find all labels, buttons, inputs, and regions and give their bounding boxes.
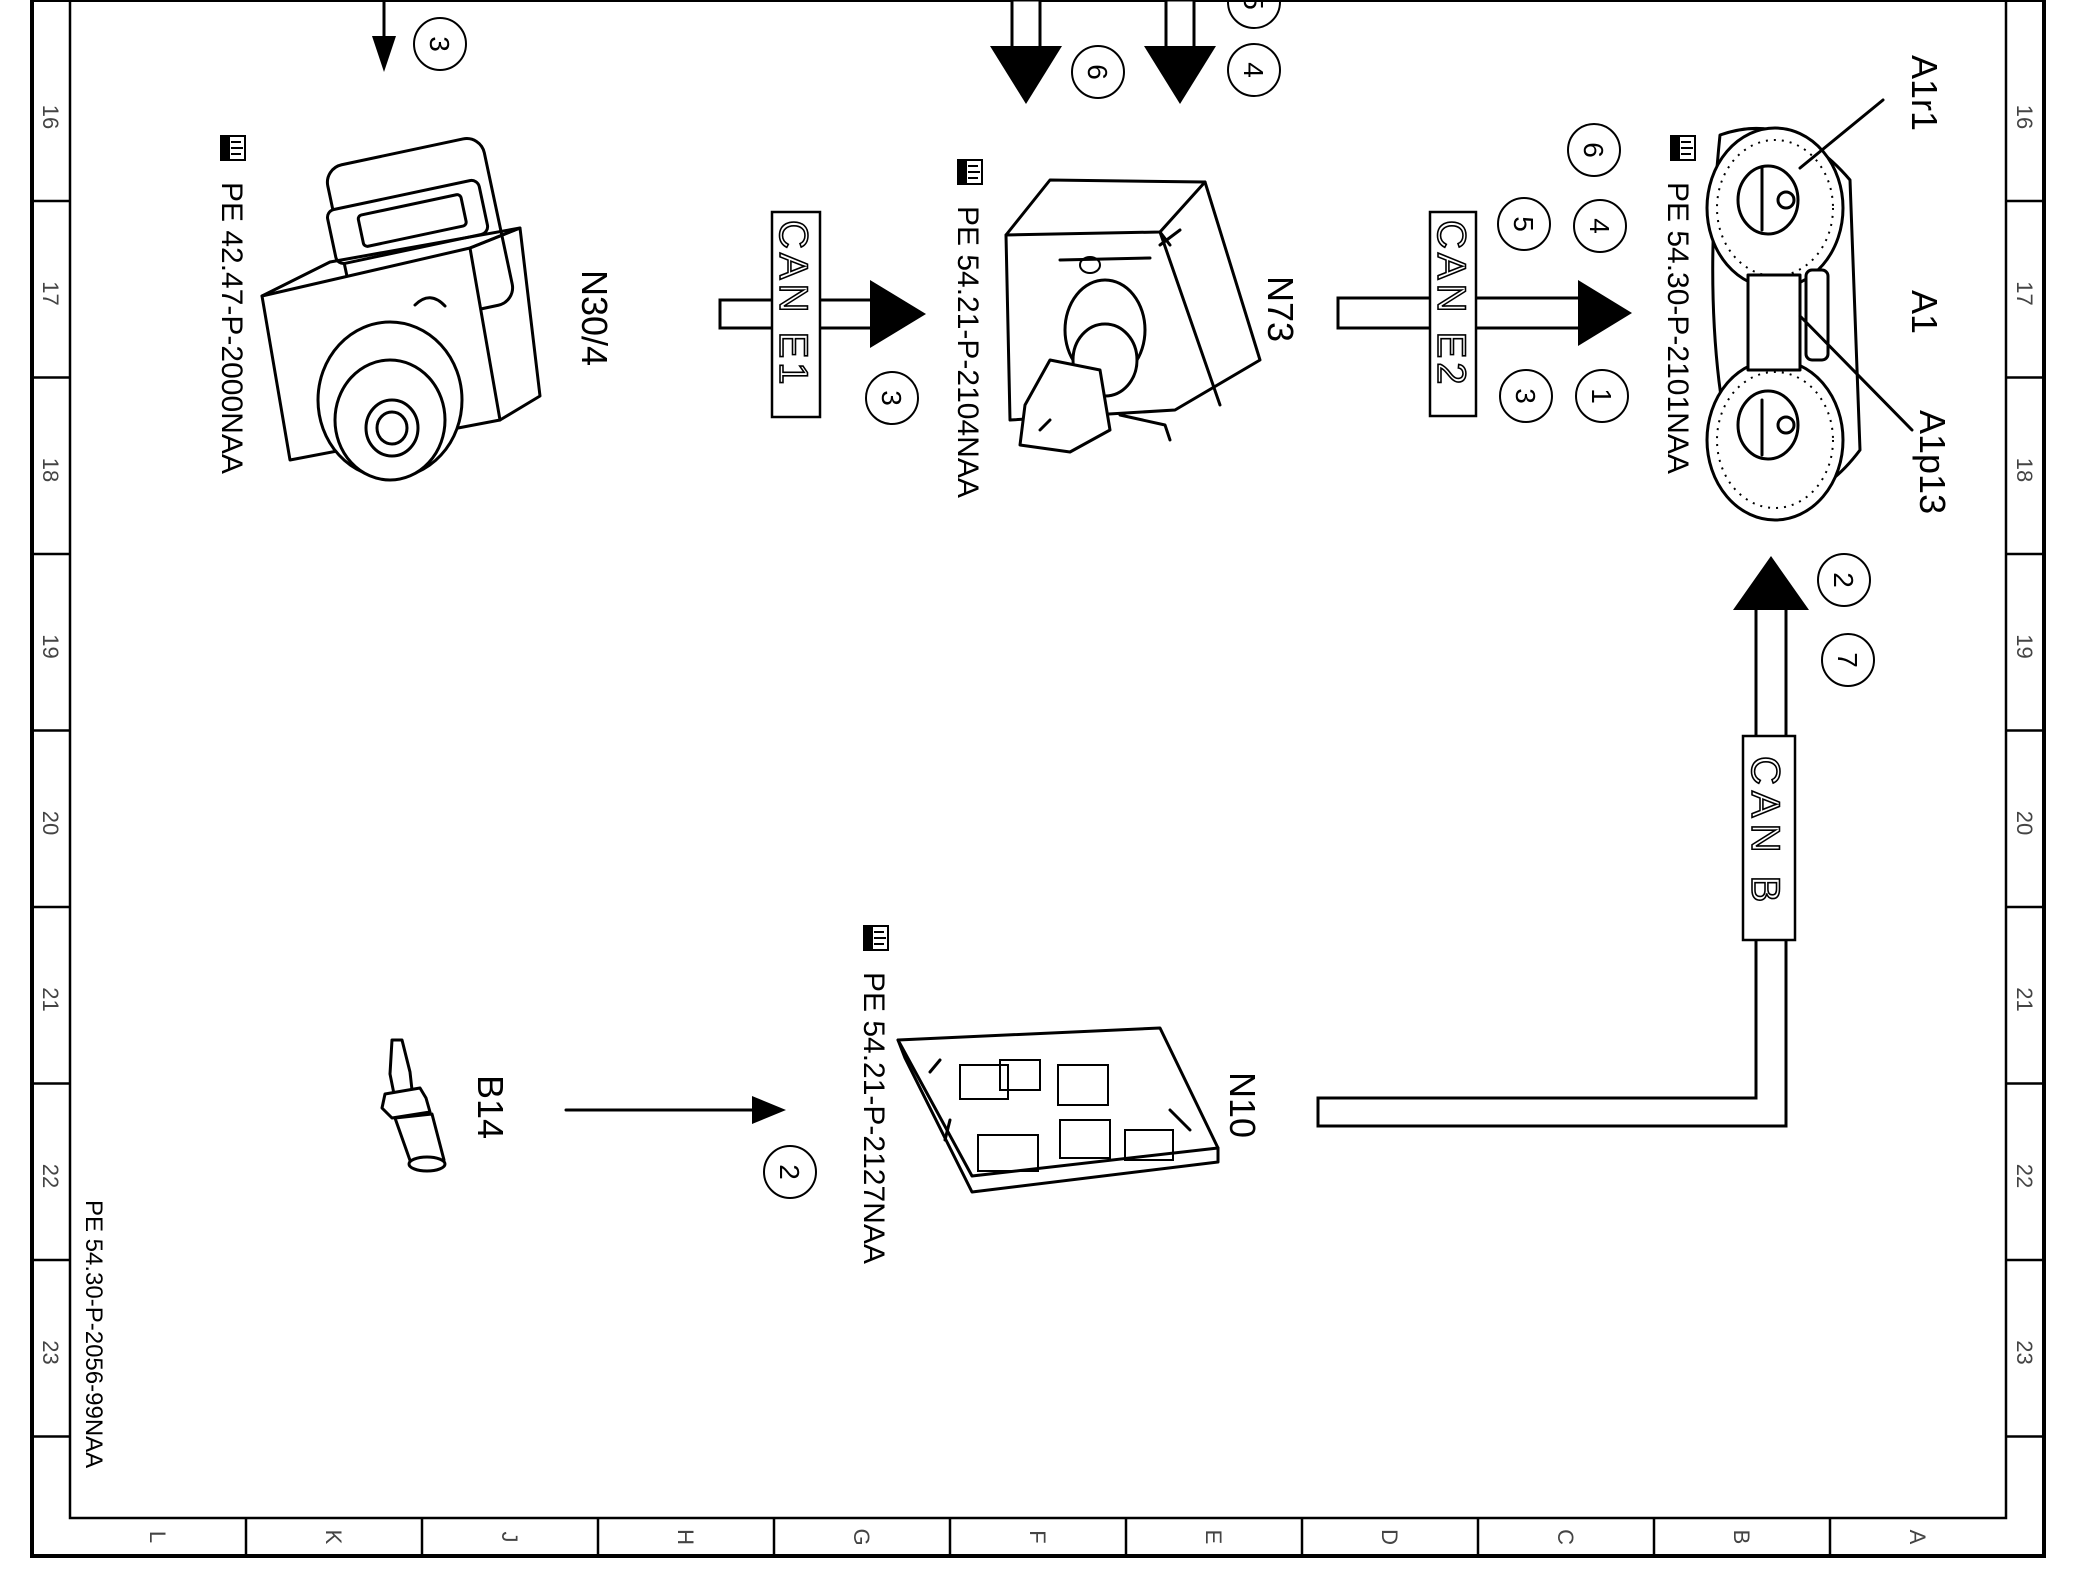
row-labels-right: 16 17 18 19 20 21 22 23 bbox=[2012, 105, 2037, 1365]
document-number: PE 54.30-P-2056-99NAA bbox=[80, 1200, 107, 1468]
reference-hand-icon-n10 bbox=[863, 925, 889, 951]
can-b-arrow bbox=[1316, 556, 1809, 1128]
incoming-double-arrows-top bbox=[990, 0, 1216, 104]
column-label: G bbox=[849, 1528, 874, 1545]
svg-text:6: 6 bbox=[1082, 64, 1113, 80]
svg-text:4: 4 bbox=[1238, 62, 1269, 78]
row-label-left: 20 bbox=[38, 811, 63, 835]
step-badges-can-b: 2 7 bbox=[1817, 553, 1875, 687]
svg-text:4: 4 bbox=[1584, 218, 1615, 234]
reference-hand-icon-a1 bbox=[1670, 135, 1696, 161]
row-label-left: 21 bbox=[38, 987, 63, 1011]
reference-n73: PE 54.21-P-2104NAA bbox=[951, 206, 984, 498]
label-a1r1: A1r1 bbox=[1904, 55, 1945, 131]
n73-component-drawing bbox=[1004, 178, 1262, 454]
step-badges-can-e2: 6 4 5 3 1 bbox=[1497, 123, 1629, 423]
a1-component-drawing bbox=[1705, 98, 1914, 522]
column-label: D bbox=[1377, 1529, 1402, 1545]
row-label-right: 21 bbox=[2012, 987, 2037, 1011]
b14-component-drawing bbox=[380, 1038, 447, 1173]
column-label: B bbox=[1729, 1530, 1754, 1545]
svg-text:3: 3 bbox=[876, 390, 907, 406]
row-label-right: 18 bbox=[2012, 458, 2037, 482]
can-b-label: CAN B bbox=[1742, 755, 1788, 909]
svg-text:A1: A1 bbox=[1904, 290, 1945, 334]
row-label-right: 23 bbox=[2012, 1340, 2037, 1364]
reference-a1: PE 54.30-P-2101NAA bbox=[1661, 182, 1694, 474]
label-n30-4: N30/4 bbox=[574, 270, 615, 366]
row-label-right: 19 bbox=[2012, 634, 2037, 658]
svg-text:A1r1: A1r1 bbox=[1904, 55, 1945, 131]
row-label-left: 22 bbox=[38, 1164, 63, 1188]
step-badge-top-left: 3 bbox=[413, 17, 467, 71]
b14-to-n10-arrow bbox=[564, 1096, 786, 1124]
reference-hand-icon-n30-4 bbox=[220, 135, 246, 161]
svg-text:PE 54.21-P-2104NAA: PE 54.21-P-2104NAA bbox=[951, 206, 984, 498]
reference-n10: PE 54.21-P-2127NAA bbox=[857, 972, 890, 1264]
svg-text:CAN E2: CAN E2 bbox=[1429, 220, 1473, 389]
column-label: A bbox=[1905, 1530, 1930, 1545]
n30-4-component-drawing bbox=[260, 137, 542, 482]
can-e1-label: CAN E1 bbox=[770, 219, 816, 389]
svg-text:2: 2 bbox=[1828, 572, 1859, 588]
incoming-arrow-top-left bbox=[372, 0, 396, 72]
svg-text:3: 3 bbox=[1510, 388, 1541, 404]
label-a1p13: A1p13 bbox=[1912, 410, 1953, 514]
svg-text:PE 54.30-P-2101NAA: PE 54.30-P-2101NAA bbox=[1661, 182, 1694, 474]
step-badge-can-e1: 3 bbox=[865, 371, 919, 425]
svg-text:3: 3 bbox=[424, 36, 455, 52]
row-label-right: 22 bbox=[2012, 1164, 2037, 1188]
svg-text:PE 54.21-P-2127NAA: PE 54.21-P-2127NAA bbox=[857, 972, 890, 1264]
column-label: K bbox=[321, 1530, 346, 1545]
svg-text:A1p13: A1p13 bbox=[1912, 410, 1953, 514]
svg-text:5: 5 bbox=[1508, 216, 1539, 232]
column-label: C bbox=[1553, 1529, 1578, 1545]
svg-text:7: 7 bbox=[1832, 652, 1863, 668]
label-n73: N73 bbox=[1260, 276, 1301, 342]
can-e2-arrow bbox=[1336, 210, 1632, 418]
column-label: F bbox=[1025, 1530, 1050, 1543]
svg-text:CAN B: CAN B bbox=[1743, 756, 1787, 908]
row-label-left: 16 bbox=[38, 105, 63, 129]
label-a1: A1 bbox=[1904, 290, 1945, 334]
row-label-right: 17 bbox=[2012, 281, 2037, 305]
reference-n30-4: PE 42.47-P-2000NAA bbox=[215, 182, 248, 474]
row-label-left: 17 bbox=[38, 281, 63, 305]
row-labels-left: 16 17 18 19 20 21 22 23 bbox=[38, 105, 63, 1365]
svg-text:2: 2 bbox=[774, 1164, 805, 1180]
row-label-right: 16 bbox=[2012, 105, 2037, 129]
step-badges-top-middle: 6 5 4 bbox=[1071, 0, 1281, 99]
column-label: L bbox=[145, 1531, 170, 1543]
row-label-left: 23 bbox=[38, 1340, 63, 1364]
can-e1-arrow bbox=[718, 210, 926, 419]
svg-text:1: 1 bbox=[1586, 388, 1617, 404]
step-badge-b14-n10: 2 bbox=[763, 1145, 817, 1199]
row-label-right: 20 bbox=[2012, 811, 2037, 835]
svg-text:N30/4: N30/4 bbox=[574, 270, 615, 366]
row-label-left: 18 bbox=[38, 458, 63, 482]
row-ticks bbox=[32, 199, 2044, 1438]
reference-hand-icon-n73 bbox=[957, 159, 983, 185]
row-label-left: 19 bbox=[38, 634, 63, 658]
drawing-frame bbox=[30, 0, 2046, 1558]
column-label: H bbox=[673, 1529, 698, 1545]
label-n10: N10 bbox=[1222, 1072, 1263, 1138]
svg-text:N10: N10 bbox=[1222, 1072, 1263, 1138]
column-label: E bbox=[1201, 1530, 1226, 1545]
svg-text:5: 5 bbox=[1238, 0, 1269, 10]
svg-text:CAN E1: CAN E1 bbox=[771, 220, 815, 389]
svg-text:N73: N73 bbox=[1260, 276, 1301, 342]
svg-text:6: 6 bbox=[1578, 142, 1609, 158]
n10-component-drawing bbox=[896, 1026, 1220, 1194]
svg-text:B14: B14 bbox=[470, 1075, 511, 1139]
label-b14: B14 bbox=[470, 1075, 511, 1139]
can-e2-label: CAN E2 bbox=[1428, 219, 1474, 389]
column-ticks bbox=[244, 1518, 1832, 1556]
svg-text:PE 42.47-P-2000NAA: PE 42.47-P-2000NAA bbox=[215, 182, 248, 474]
column-label: J bbox=[497, 1532, 522, 1543]
